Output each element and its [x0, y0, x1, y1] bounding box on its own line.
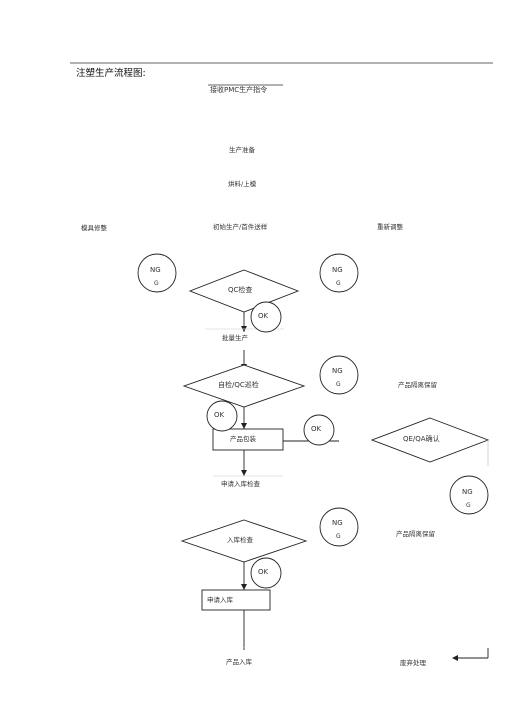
arrow-mark: ↑ — [242, 644, 247, 650]
apply-inbound-box — [201, 589, 271, 611]
scrap-arrow — [452, 655, 458, 661]
ok-badge-3: OK — [311, 425, 322, 433]
pack-to-apply-arrow — [241, 470, 247, 476]
inbound-to-apply-arrow — [241, 584, 247, 590]
qe-qa-diamond — [370, 417, 490, 463]
step-isolate-hold-2: 产品隔离保留 — [396, 530, 435, 538]
step-isolate-hold-1: 产品隔离保留 — [398, 381, 437, 389]
ng-badge-2-sub: G — [336, 280, 341, 287]
ng-badge-2: NG — [332, 266, 343, 274]
ok-badge-2: OK — [214, 411, 225, 419]
step-self-qc-check: 自检/QC巡检 — [218, 381, 259, 389]
ok-circle-2 — [206, 400, 238, 432]
ng-badge-3: NG — [332, 367, 343, 375]
ng-circle-3 — [319, 355, 359, 395]
ok-badge-4: OK — [258, 568, 269, 576]
step-packaging: 产品包装 — [230, 435, 256, 443]
step-qe-qa-confirm: QE/QA确认 — [403, 435, 440, 443]
page-title: 注塑生产流程图: — [76, 68, 146, 79]
ng-badge-1: NG — [150, 266, 161, 274]
step-apply-inbound: 申请入库 — [207, 596, 233, 604]
ng-badge-1-sub: G — [154, 280, 159, 287]
ng-badge-3-sub: G — [336, 381, 341, 388]
step-receive-order: 接收PMC生产指令 — [210, 86, 268, 94]
step-first-sample: 初始生产/首件送样 — [213, 223, 268, 231]
self-to-pack-arrow — [241, 423, 247, 429]
step-inbound-check: 入库检查 — [227, 536, 253, 544]
step-mold-repair: 模具修整 — [81, 224, 107, 232]
ng-circle-4 — [449, 475, 489, 515]
step-mass-production: 批量生产 — [222, 334, 248, 342]
ok-circle-3 — [303, 414, 335, 446]
ng-badge-4-sub: G — [466, 502, 471, 509]
ng-badge-5-sub: G — [336, 533, 341, 540]
step-scrap: 废弃处理 — [400, 659, 426, 667]
step-apply-inspect: 申请入库检查 — [221, 480, 260, 488]
ng-badge-5: NG — [332, 519, 343, 527]
ng-circle-2 — [319, 253, 359, 293]
step-prep: 生产准备 — [229, 146, 255, 154]
step-qc-check: QC检查 — [228, 286, 253, 294]
packaging-box — [212, 428, 284, 451]
step-load-mold: 烘料/上模 — [228, 180, 257, 188]
ok-badge-1: OK — [258, 312, 269, 320]
ng-circle-5 — [319, 507, 359, 547]
step-product-inbound: 产品入库 — [226, 658, 252, 666]
ng-badge-4: NG — [462, 488, 473, 496]
ok-circle-1 — [250, 301, 282, 333]
step-readjust: 重新调整 — [377, 223, 403, 231]
ng-circle-1 — [137, 253, 177, 293]
ok-circle-4 — [250, 557, 282, 589]
